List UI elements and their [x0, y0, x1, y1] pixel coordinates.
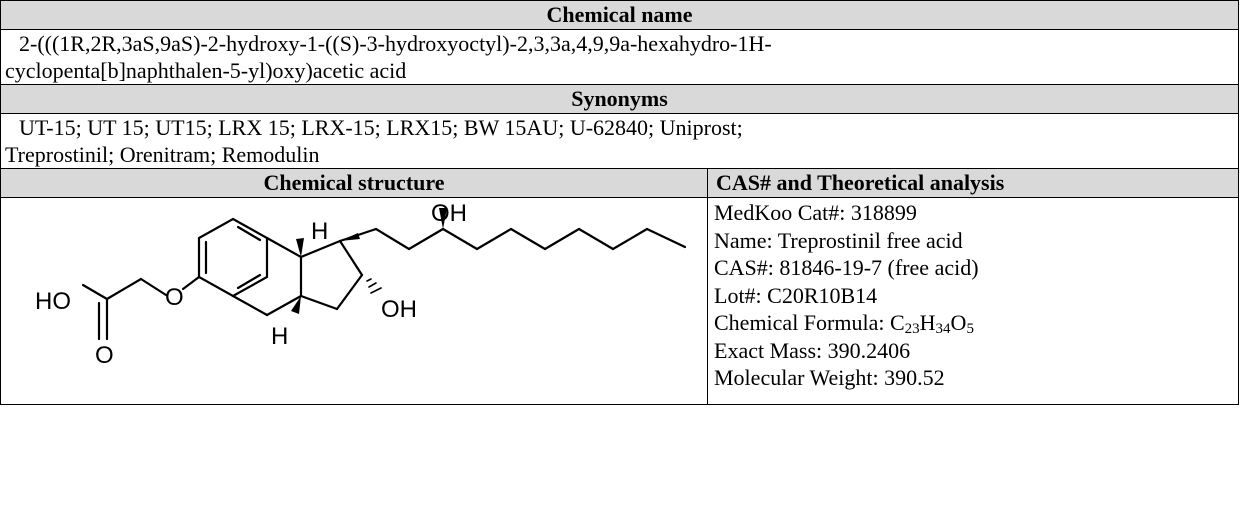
acetic-acid-group: [81, 275, 201, 341]
formula-h-count: 34: [935, 321, 951, 337]
h-top-label: H: [311, 218, 328, 245]
molecular-weight: Molecular Weight: 390.52: [714, 365, 945, 390]
formula-prefix: Chemical Formula:: [714, 310, 890, 335]
cyclopentane-ring: [299, 239, 364, 311]
ho-label: HO: [35, 288, 71, 315]
formula-h: H: [919, 310, 936, 335]
chemical-name-line-2: cyclopenta[b]naphthalen-5-yl)oxy)acetic …: [5, 58, 407, 83]
oh-bottom-label: OH: [381, 296, 417, 323]
synonyms-value: UT-15; UT 15; UT15; LRX 15; LRX-15; LRX1…: [0, 113, 1239, 169]
wedge-top-h: [296, 238, 304, 257]
structure-cell: OH H H OH HO O O: [0, 197, 708, 405]
side-chain: [338, 227, 687, 251]
compound-name: Name: Treprostinil free acid: [714, 227, 963, 253]
catalog-number: MedKoo Cat#: 318899: [714, 200, 917, 225]
chemical-formula: Chemical Formula: C23H34O5: [714, 309, 1232, 337]
chemical-name-value: 2-(((1R,2R,3aS,9aS)-2-hydroxy-1-((S)-3-h…: [0, 29, 1239, 85]
oh-top-label: OH: [431, 200, 467, 227]
chemical-name-line-1: 2-(((1R,2R,3aS,9aS)-2-hydroxy-1-((S)-3-h…: [19, 31, 772, 56]
benzene-ring: [197, 217, 269, 298]
wedge-bottom-h: [291, 296, 301, 314]
hash-oh-bottom: [366, 278, 382, 294]
compound-table: Chemical name 2-(((1R,2R,3aS,9aS)-2-hydr…: [0, 0, 1239, 405]
ether-o-label: O: [165, 284, 184, 311]
synonyms-header: Synonyms: [0, 84, 1239, 114]
compound-sheet: Chemical name 2-(((1R,2R,3aS,9aS)-2-hydr…: [0, 0, 1239, 405]
structure-drawing: OH H H OH HO O O: [35, 200, 687, 369]
middle-ring: [231, 236, 303, 317]
cas-number: CAS#: 81846-19-7 (free acid): [714, 255, 979, 280]
synonyms-line-2: Treprostinil; Orenitram; Remodulin: [5, 142, 320, 167]
formula-c: C: [889, 310, 905, 335]
h-bottom-label: H: [271, 323, 288, 350]
analysis-cell: MedKoo Cat#: 318899 Name: Treprostinil f…: [707, 197, 1239, 405]
chemical-name-header: Chemical name: [0, 0, 1239, 30]
formula-o-count: 5: [966, 321, 974, 337]
wedge-oh-top: [439, 208, 447, 229]
cas-analysis-header: CAS# and Theoretical analysis: [707, 168, 1239, 198]
wedge-chain: [340, 233, 360, 241]
carbonyl-o-label: O: [95, 342, 114, 369]
chemical-structure-header: Chemical structure: [0, 168, 708, 198]
lot-number: Lot#: C20R10B14: [714, 282, 878, 308]
exact-mass: Exact Mass: 390.2406: [714, 337, 911, 363]
formula-o: O: [950, 310, 967, 335]
formula-c-count: 23: [904, 321, 920, 337]
synonyms-line-1: UT-15; UT 15; UT15; LRX 15; LRX-15; LRX1…: [19, 115, 743, 140]
